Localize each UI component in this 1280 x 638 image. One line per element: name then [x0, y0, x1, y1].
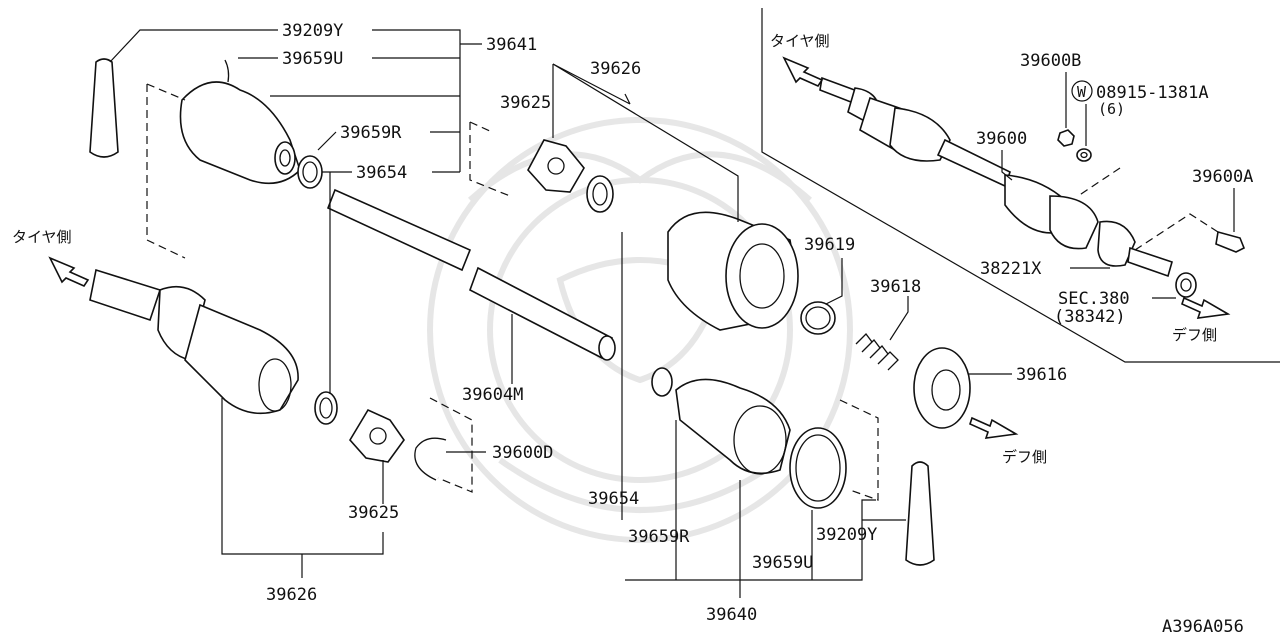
label-39654-bottom: 39654 [588, 489, 639, 509]
spring-39618 [855, 333, 899, 371]
nut-39600B [1057, 129, 1075, 147]
ring-39659R-bottom [651, 367, 673, 397]
label-39659U-bottom: 39659U [752, 553, 813, 573]
label-diff-side-mid: デフ側 [1002, 448, 1047, 466]
boot-39659U-top [179, 59, 301, 185]
label-39626-top: 39626 [590, 59, 641, 79]
label-39209Y-top: 39209Y [282, 21, 343, 41]
label-tire-side-left: タイヤ側 [12, 228, 72, 246]
label-39659R-bottom: 39659R [628, 527, 690, 547]
ring-39659R-top [297, 155, 323, 189]
label-08915-qty: (6) [1098, 100, 1125, 118]
ring-39654-mid [586, 175, 614, 213]
inset-panel [761, 8, 1280, 363]
label-39604M: 39604M [462, 385, 523, 405]
washer-mark-circle [1071, 80, 1093, 102]
arrow-diff-side-right [1181, 296, 1231, 319]
label-sec380-ref: (38342) [1054, 307, 1126, 327]
ring-39619 [800, 301, 836, 335]
label-39641: 39641 [486, 35, 537, 55]
outer-cv-joint [89, 268, 299, 415]
diagram-code: A396A056 [1162, 617, 1244, 637]
band-39659R-bottom [789, 427, 847, 509]
boot-band-39209Y-bottom [905, 461, 935, 566]
label-39625-bottom: 39625 [348, 503, 399, 523]
part-labels: 39209Y 39659U 39641 39659R 39654 39626 3… [12, 21, 1253, 637]
label-39625-top: 39625 [500, 93, 551, 113]
bolt-39600A [1215, 230, 1246, 253]
leader-lines [109, 29, 1235, 598]
label-39618: 39618 [870, 277, 921, 297]
label-08915: 08915-1381A [1096, 83, 1209, 103]
ring-39654-left [314, 391, 338, 425]
washer-08915 [1076, 148, 1092, 162]
label-sec380: SEC.380 [1058, 289, 1130, 309]
spider-39625-top [527, 139, 585, 193]
label-39600D: 39600D [492, 443, 553, 463]
label-39600: 39600 [976, 129, 1027, 149]
plate-39616 [913, 347, 971, 429]
label-39659U-top: 39659U [282, 49, 343, 69]
label-38221X: 38221X [980, 259, 1042, 279]
boot-band-39209Y-top [89, 58, 119, 158]
label-39600B: 39600B [1020, 51, 1081, 71]
label-tire-side-right: タイヤ側 [770, 32, 830, 50]
tripod-housing-39626 [667, 211, 799, 331]
shaft-39604M [326, 188, 616, 361]
circlip-39600D [414, 437, 447, 481]
boot-39659U-bottom [675, 378, 791, 475]
arrow-tire-side-right [782, 56, 824, 88]
label-39640: 39640 [706, 605, 757, 625]
label-39600A: 39600A [1192, 167, 1253, 187]
label-39209Y-bottom: 39209Y [816, 525, 877, 545]
label-39619: 39619 [804, 235, 855, 255]
arrow-diff-side-mid [969, 416, 1019, 439]
watermark-emblem [427, 117, 853, 543]
washer-mark: W [1077, 83, 1087, 101]
label-39654-top: 39654 [356, 163, 407, 183]
shaft-assembly-39600 [819, 76, 1197, 298]
spider-39625-bottom [349, 408, 405, 463]
label-diff-side-right: デフ側 [1172, 326, 1217, 344]
label-39659R-top: 39659R [340, 123, 402, 143]
arrow-tire-side-left [48, 256, 90, 288]
label-39616: 39616 [1016, 365, 1067, 385]
label-39626-bottom: 39626 [266, 585, 317, 605]
